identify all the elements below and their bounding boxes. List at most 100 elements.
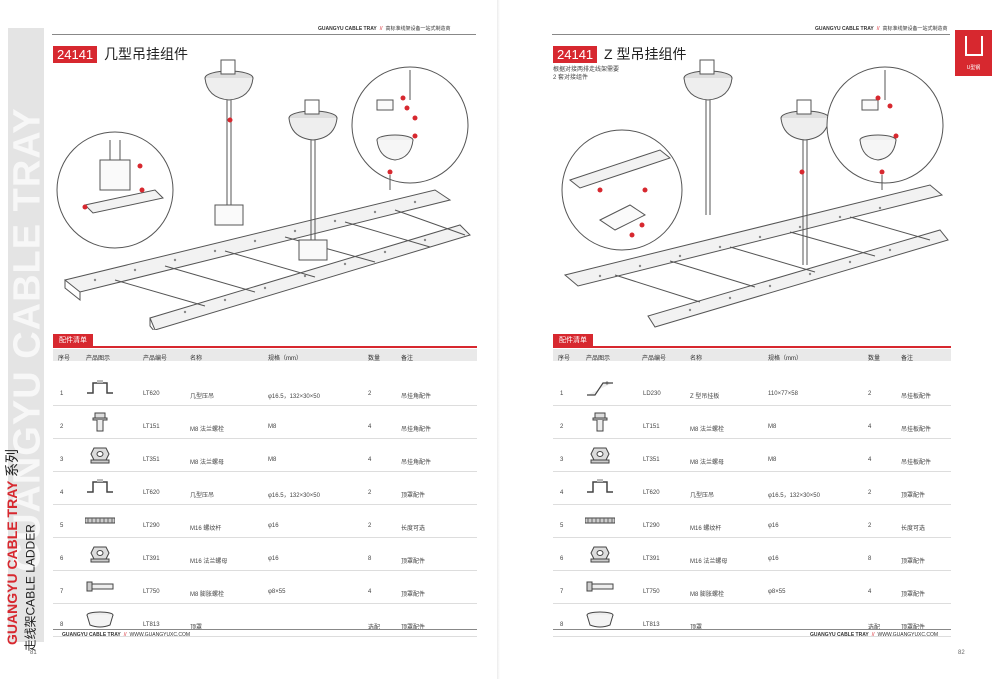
- ceiling-cap-icon: [85, 610, 115, 632]
- cell-no: 2: [60, 424, 64, 430]
- cell-qty: 选配: [368, 625, 381, 631]
- cell-no: 6: [60, 556, 64, 562]
- cell-note: 顶罩配件: [401, 493, 426, 499]
- cell-qty: 2: [868, 490, 872, 496]
- omega-bracket-icon: [85, 379, 115, 401]
- row-divider: [53, 570, 477, 571]
- cell-note: 顶罩配件: [401, 592, 426, 598]
- cell-qty: 8: [868, 556, 872, 562]
- cell-spec: 110×77×58: [768, 391, 798, 397]
- assembly-note-line2: 2 套对接组件: [553, 75, 589, 81]
- row-divider: [53, 438, 477, 439]
- cell-note: 顶罩配件: [901, 592, 926, 598]
- cell-no: 5: [560, 523, 564, 529]
- assembly-note-line1: 根据对接两排走线架需要: [553, 67, 620, 73]
- cell-qty: 4: [868, 589, 872, 595]
- cell-qty: 2: [868, 391, 872, 397]
- row-divider: [553, 603, 951, 604]
- cell-name: 几型压吊: [190, 493, 215, 499]
- cell-note: 长度可选: [901, 526, 926, 532]
- cell-no: 3: [60, 457, 64, 463]
- cell-note: 顶罩配件: [901, 493, 926, 499]
- row-divider: [553, 636, 951, 637]
- cell-qty: 2: [368, 391, 372, 397]
- product-code: 24141: [553, 46, 598, 63]
- cell-name: M8 法兰螺母: [190, 460, 225, 466]
- cell-name: M16 螺纹杆: [690, 526, 722, 532]
- series-suffix: 系列: [4, 448, 20, 477]
- col-header-qty: 数量: [368, 356, 381, 362]
- page-number: 82: [958, 650, 965, 656]
- header-rule: [552, 34, 950, 35]
- cell-name: 几型压吊: [690, 493, 715, 499]
- cell-note: 吊挂角配件: [401, 394, 432, 400]
- cell-code: LD230: [643, 391, 661, 397]
- header-rule: [52, 34, 476, 35]
- assembly-note: 根据对接两排走线架需要 2 套对接组件: [553, 66, 619, 82]
- col-header-spec: 规格（mm）: [268, 356, 302, 362]
- cell-no: 4: [560, 490, 564, 496]
- cell-code: LT290: [143, 523, 160, 529]
- cell-code: LT151: [143, 424, 160, 430]
- cell-spec: φ16.5，132×30×50: [268, 394, 320, 400]
- right-page: GUANGYU CABLE TRAY//高标准线架设备一站式制造商 24141 …: [500, 0, 1000, 679]
- table-top-rule: [53, 346, 477, 348]
- z-bracket-icon: [585, 379, 615, 401]
- cell-qty: 4: [868, 457, 872, 463]
- u-steel-label: U型钢: [966, 65, 981, 71]
- col-header-image: 产品图示: [86, 356, 111, 362]
- flange-nut-icon: [85, 544, 115, 566]
- cell-qty: 8: [368, 556, 372, 562]
- cell-name: Z 型吊挂板: [690, 394, 720, 400]
- footer-url: WWW.GUANGYUXC.COM: [129, 632, 191, 638]
- cell-code: LT620: [643, 490, 660, 496]
- table-header-bg: [53, 349, 477, 361]
- footer-separator: //: [871, 632, 875, 638]
- page-title: 几型吊挂组件: [104, 46, 188, 62]
- cell-note: 顶罩配件: [901, 559, 926, 565]
- cell-spec: M8: [768, 424, 777, 430]
- threaded-rod-icon: [585, 511, 615, 533]
- row-divider: [553, 504, 951, 505]
- u-steel-tab: U型钢: [955, 30, 992, 76]
- threaded-rod-icon: [85, 511, 115, 533]
- row-divider: [553, 570, 951, 571]
- col-header-note: 备注: [401, 356, 414, 362]
- col-header-note: 备注: [901, 356, 914, 362]
- cell-note: 吊挂板配件: [901, 394, 932, 400]
- cell-name: M16 法兰螺母: [190, 559, 228, 565]
- cell-no: 7: [60, 589, 64, 595]
- cell-name: 顶罩: [690, 625, 703, 631]
- series-subtitle-en: CABLE LADDER: [23, 524, 38, 616]
- col-header-spec: 规格（mm）: [768, 356, 802, 362]
- cell-spec: φ16.5，132×30×50: [268, 493, 320, 499]
- flange-bolt-icon: [85, 412, 115, 434]
- cell-no: 1: [60, 391, 64, 397]
- ceiling-cap-icon: [585, 610, 615, 632]
- row-divider: [53, 537, 477, 538]
- flange-nut-icon: [85, 445, 115, 467]
- product-code: 24141: [53, 46, 98, 63]
- cell-no: 4: [60, 490, 64, 496]
- header-slogan: 高标准线架设备一站式制造商: [385, 26, 451, 32]
- col-header-name: 名称: [190, 356, 203, 362]
- col-header-image: 产品图示: [586, 356, 611, 362]
- header-brand: GUANGYU CABLE TRAY: [318, 26, 377, 32]
- cell-name: 顶罩: [190, 625, 203, 631]
- cell-spec: φ16: [268, 523, 279, 529]
- cell-note: 吊挂角配件: [401, 460, 432, 466]
- page-header: GUANGYU CABLE TRAY//高标准线架设备一站式制造商: [318, 25, 451, 32]
- footer-separator: //: [123, 632, 127, 638]
- page-footer: GUANGYU CABLE TRAY//WWW.GUANGYUXC.COM: [810, 632, 938, 638]
- u-steel-icon: [965, 36, 983, 56]
- flange-nut-icon: [585, 445, 615, 467]
- table-header-bg: [553, 349, 951, 361]
- omega-bracket-icon: [585, 478, 615, 500]
- cell-spec: M8: [268, 424, 277, 430]
- cell-qty: 选配: [868, 625, 881, 631]
- cell-spec: φ16: [768, 523, 779, 529]
- cell-name: M16 螺纹杆: [190, 526, 222, 532]
- row-divider: [53, 636, 477, 637]
- cell-spec: φ8×55: [768, 589, 786, 595]
- cell-code: LT351: [643, 457, 660, 463]
